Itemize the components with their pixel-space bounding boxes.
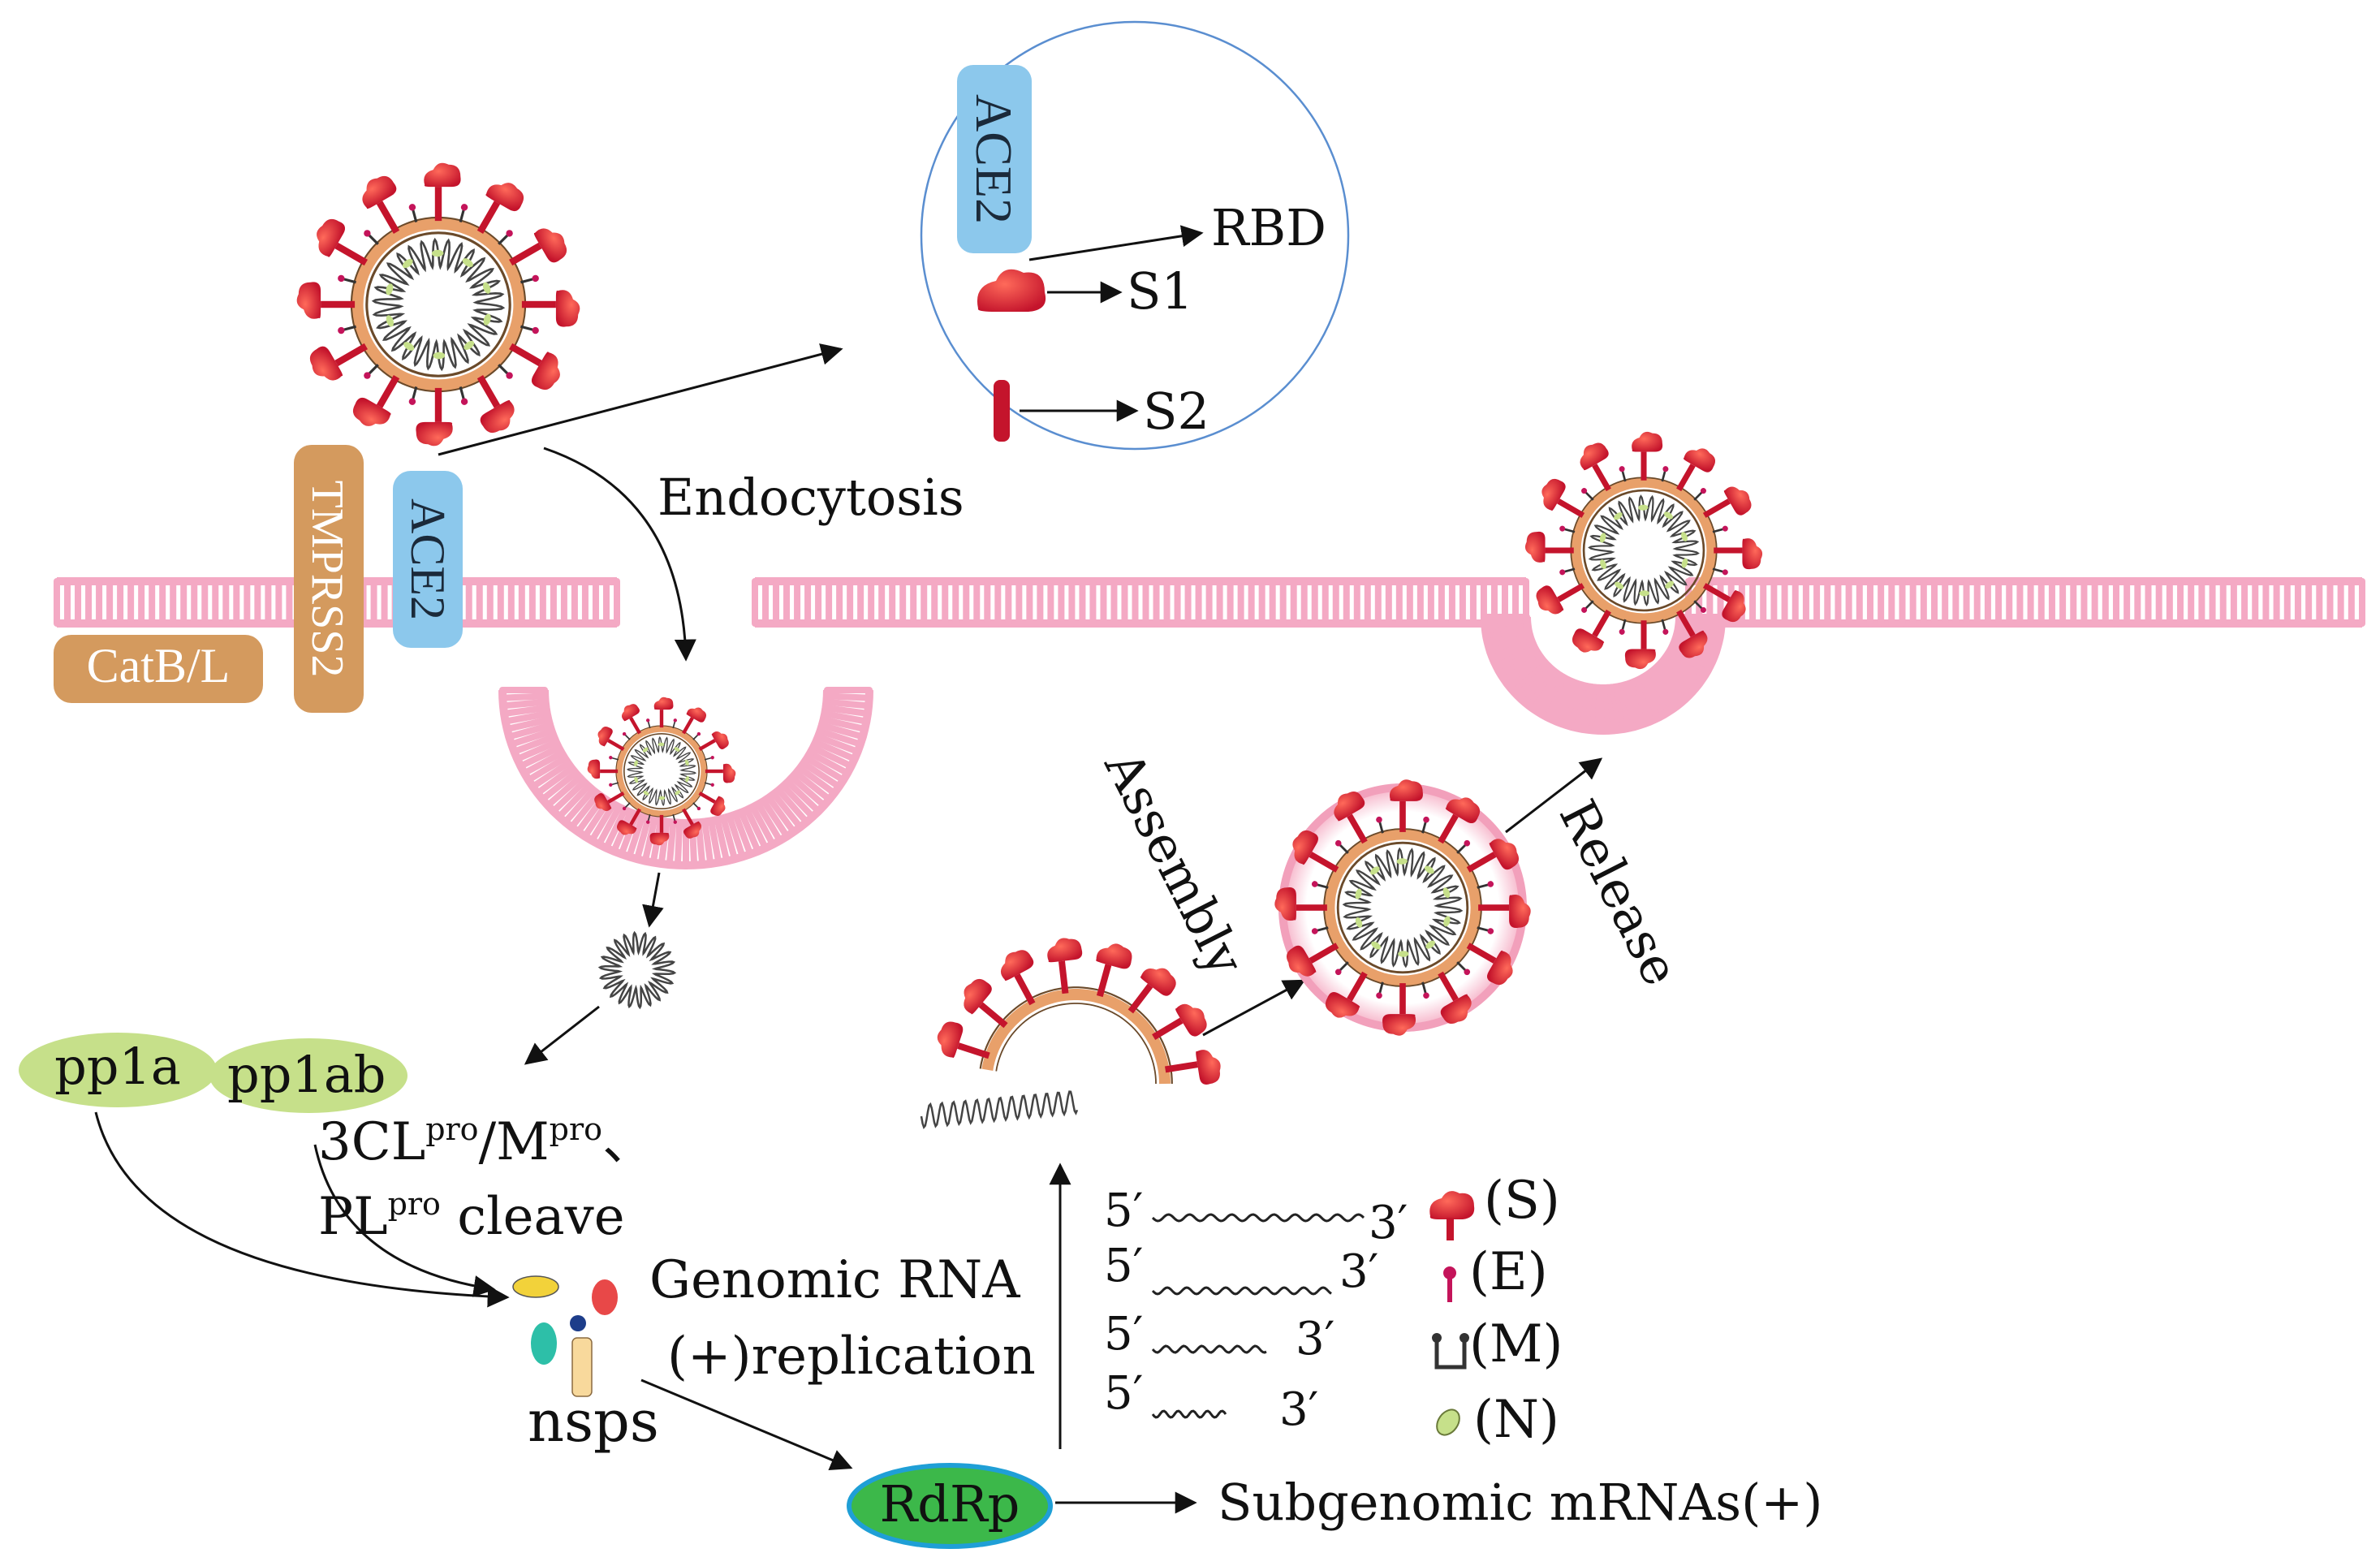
ace2-membrane-label: ACE2 [401,498,455,620]
tmprss2-protein: TMPRSS2 [294,445,364,713]
endocytosis-label: Endocytosis [658,468,964,527]
pp1ab-polyprotein: pp1ab [209,1038,407,1113]
cleave-line-2: PLpro cleave [318,1186,625,1247]
virus-particle-entry [297,163,580,447]
s1-label: S1 [1127,261,1193,321]
subgenomic-mrna-list: 5′ 3′ 5′ 3′ 5′ 3′ 5′ 3′ [1104,1184,1408,1436]
spike-detail-circle: ACE2 RBD S1 S2 [920,20,1350,451]
tmprss2-label: TMPRSS2 [302,481,352,678]
replication-label: (+)replication [667,1327,1036,1387]
release-label: Release [1548,791,1691,995]
legend-n: (N) [1473,1390,1559,1450]
legend-e: (E) [1469,1242,1548,1302]
mrna-1-5prime: 5′ [1104,1184,1143,1237]
rdrp-enzyme: RdRp [847,1463,1053,1549]
legend-m: (M) [1469,1314,1563,1374]
pp1ab-label: pp1ab [227,1045,386,1104]
nsps-icons [512,1275,618,1397]
s1-spike-head-icon [977,269,1046,312]
mrna-3-wave [1151,1344,1267,1354]
cleave-line-1: 3CLpro/Mpro、 [318,1111,654,1172]
ace2-top-label: ACE2 [965,94,1023,224]
envelope-protein-icon [1443,1266,1456,1279]
pp1a-label: pp1a [54,1037,181,1096]
ace2-membrane-protein: ACE2 [393,471,463,648]
nsps-label: nsps [528,1388,659,1455]
mrna-4-3prime: 3′ [1279,1383,1318,1436]
membrane-protein-icon [1434,1340,1467,1370]
virus-released [1525,432,1762,669]
uncoated-genome-icon [597,930,677,1010]
cell-membrane [54,577,2365,870]
mrna-2-5prime: 5′ [1104,1240,1143,1292]
legend-s: (S) [1484,1171,1560,1231]
virion-assembly-partial [920,938,1221,1129]
mrna-4-wave [1151,1409,1227,1419]
rdrp-label: RdRp [880,1474,1020,1534]
catbl-label: CatB/L [87,639,231,692]
spike-protein-icon [1429,1191,1475,1219]
nucleocapsid-protein-icon [1436,1409,1460,1436]
pp1a-polyprotein: pp1a [19,1033,217,1107]
mrna-2-wave [1151,1286,1332,1296]
mrna-3-3prime: 3′ [1296,1313,1334,1365]
mrna-4-5prime: 5′ [1104,1367,1143,1420]
subgenomic-label: Subgenomic mRNAs(+) [1218,1473,1822,1532]
rbd-label: RBD [1211,198,1326,257]
catbl-protein: CatB/L [54,635,263,703]
structural-protein-legend: (S) (E) (M) (N) [1429,1171,1563,1450]
mrna-1-3prime: 3′ [1369,1197,1408,1249]
mrna-3-5prime: 5′ [1104,1308,1143,1361]
genomic-rna-label: Genomic RNA [649,1250,1020,1310]
mrna-2-3prime: 3′ [1339,1245,1378,1298]
s2-stalk-icon [994,380,1010,442]
s2-label: S2 [1143,382,1209,441]
mrna-1-wave [1151,1213,1365,1223]
